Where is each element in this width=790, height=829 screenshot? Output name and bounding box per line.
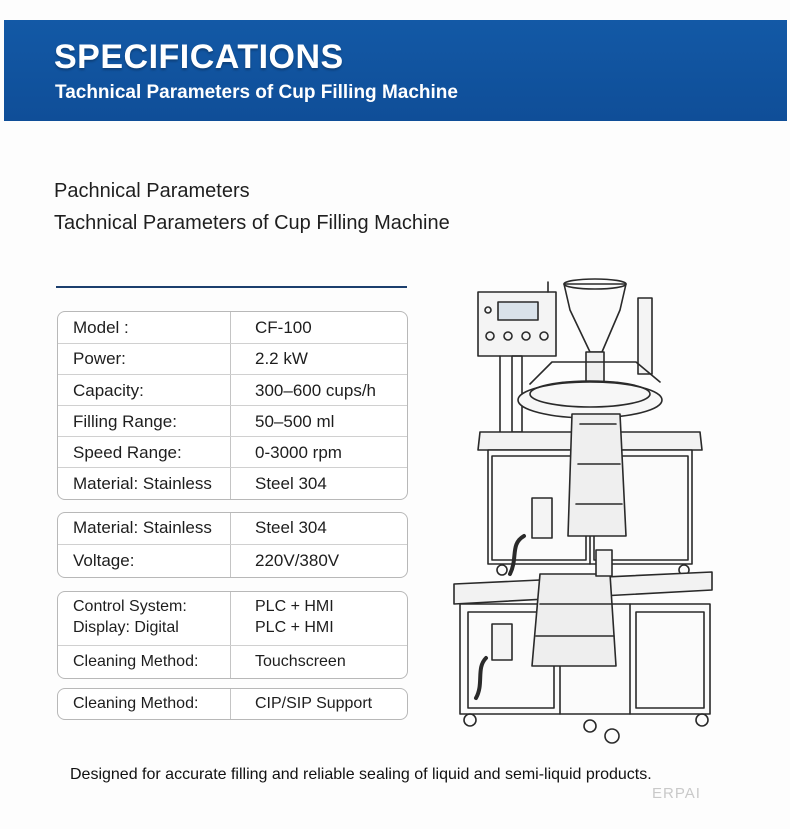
spec-label: Material: Stainless [73,474,212,493]
spec-value: 2.2 kW [255,349,308,368]
spec-label: Display: Digital [73,619,179,636]
spec-value: Touchscreen [255,653,346,670]
spec-value: 0-3000 rpm [255,443,342,462]
section-subheading: Tachnical Parameters of Cup Filling Mach… [54,212,450,234]
spec-row: Cleaning Method: CIP/SIP Support [58,689,407,720]
section-heading: Pachnical Parameters [54,180,250,202]
spec-value: PLC + HMI [255,619,334,636]
spec-value: CIP/SIP Support [255,695,373,712]
spec-table-group: Cleaning Method: CIP/SIP Support [57,688,408,720]
spec-row: Power: 2.2 kW [58,343,407,375]
spec-row: Filling Range: 50–500 ml [58,405,407,437]
spec-value: 300–600 cups/h [255,381,376,400]
spec-label: Voltage: [73,551,135,570]
spec-value: Steel 304 [255,518,327,537]
spec-row: Voltage: 220V/380V [58,544,407,576]
spec-row: Model : CF-100 [58,312,407,343]
spec-row: Material: Stainless Steel 304 [58,467,407,499]
spec-row: Capacity: 300–600 cups/h [58,374,407,406]
spec-value: PLC + HMI [255,598,334,615]
spec-label: Model : [73,318,129,337]
watermark: ERPAI [652,785,701,802]
column-divider [230,689,231,719]
spec-label: Cleaning Method: [73,653,199,670]
spec-label: Filling Range: [73,412,177,431]
spec-row: Material: Stainless Steel 304 [58,513,407,544]
spec-table-group: Model : CF-100 Power: 2.2 kW Capacity: 3… [57,311,408,500]
column-divider [230,592,231,678]
footer-caption: Designed for accurate filling and reliab… [70,766,652,783]
spec-label: Control System: [73,598,187,615]
spec-table-group: Material: Stainless Steel 304 Voltage: 2… [57,512,408,578]
spec-label: Cleaning Method: [73,695,199,712]
column-divider [230,513,231,577]
spec-row: Cleaning Method: Touchscreen [58,645,407,677]
page-subtitle: Tachnical Parameters of Cup Filling Mach… [55,82,458,103]
spec-value: CF-100 [255,318,312,337]
spec-table-group: Control System: PLC + HMI Display: Digit… [57,591,408,679]
spec-value: 50–500 ml [255,412,335,431]
spec-row: Control System: PLC + HMI Display: Digit… [58,592,407,644]
spec-row: Speed Range: 0-3000 rpm [58,436,407,468]
header-banner: SPECIFICATIONS Tachnical Parameters of C… [4,20,787,121]
divider [56,286,407,288]
spec-label: Material: Stainless [73,518,212,537]
spec-value: 220V/380V [255,551,340,570]
spec-label: Capacity: [73,381,144,400]
spec-label: Speed Range: [73,443,182,462]
spec-label: Power: [73,349,126,368]
spec-value: Steel 304 [255,474,327,493]
cup-filling-machine-illustration [453,278,713,744]
page-title: SPECIFICATIONS [54,38,344,76]
